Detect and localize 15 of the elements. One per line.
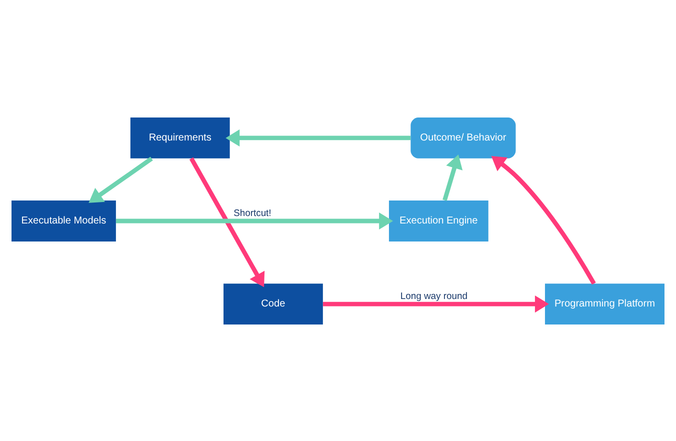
edge-label: Long way round <box>400 290 468 301</box>
node-box: Executable Models <box>12 200 116 241</box>
arrow <box>189 156 265 287</box>
arrow <box>226 128 411 146</box>
edge-label: Shortcut! <box>234 206 272 218</box>
node-box: Requirements <box>130 117 230 158</box>
arrow <box>116 212 394 230</box>
node-box: Execution Engine <box>388 200 488 241</box>
node-box: Programming Platform <box>544 283 664 324</box>
arrow <box>323 294 549 312</box>
node-box: Code <box>224 283 323 324</box>
node-box: Outcome/ Behavior <box>410 117 516 158</box>
arrow <box>442 154 463 200</box>
arrow <box>491 156 596 284</box>
arrow <box>88 156 153 202</box>
